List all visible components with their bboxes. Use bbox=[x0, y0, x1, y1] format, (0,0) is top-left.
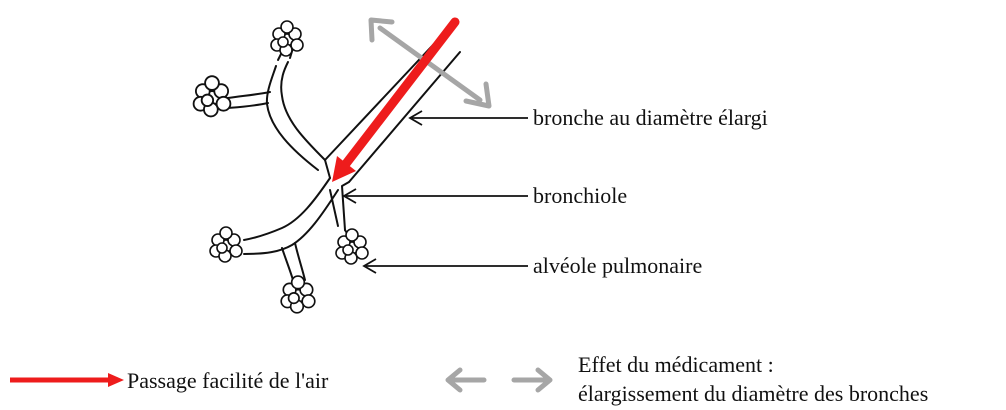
branch-lower-outer bbox=[244, 178, 330, 240]
alveoli-cluster-right bbox=[336, 229, 368, 264]
widening-arrow-shaft bbox=[380, 28, 480, 100]
label-bronche: bronche au diamètre élargi bbox=[533, 105, 768, 130]
alveoli-cluster-bottom bbox=[281, 276, 315, 313]
legend-effect-line2: élargissement du diamètre des bronches bbox=[578, 381, 928, 406]
branch-lower-twig-a bbox=[282, 248, 293, 280]
legend-air-arrowhead bbox=[108, 373, 124, 387]
branch-lower-twig-b bbox=[295, 243, 305, 280]
legend-effect-arrow-right bbox=[514, 370, 550, 390]
branch-upper-inner bbox=[267, 66, 318, 170]
legend-effect-line1: Effet du médicament : bbox=[578, 352, 774, 377]
alveoli-cluster-top bbox=[271, 21, 303, 56]
branch-upper-left-a bbox=[228, 92, 270, 98]
legend-air-label: Passage facilité de l'air bbox=[127, 368, 329, 393]
label-bronchiole: bronchiole bbox=[533, 183, 627, 208]
label-alveole: alvéole pulmonaire bbox=[533, 253, 702, 278]
alveoli-cluster-left-upper bbox=[194, 76, 231, 116]
alveoli-cluster-left-lower bbox=[210, 227, 242, 262]
legend: Passage facilité de l'air Effet du médic… bbox=[10, 352, 928, 406]
branch-upper-outer bbox=[281, 62, 325, 160]
bronchiole-stem-right bbox=[342, 182, 349, 230]
branch-upper-left-b bbox=[228, 103, 268, 108]
legend-effect-arrows bbox=[448, 370, 550, 390]
legend-effect-arrow-left bbox=[448, 370, 484, 390]
air-flow-arrow bbox=[332, 22, 455, 182]
bronchiole-stem-left bbox=[325, 160, 330, 178]
